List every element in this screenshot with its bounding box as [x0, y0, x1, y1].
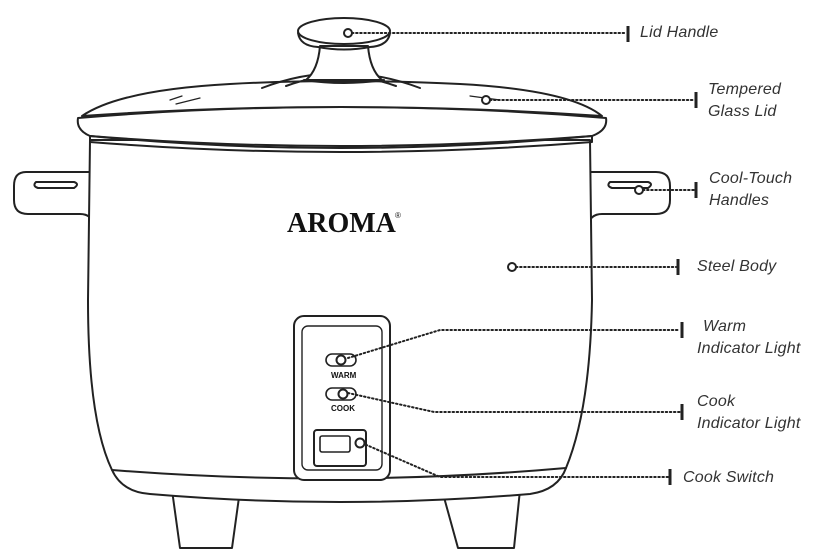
callout-cook-switch-text: Cook Switch: [683, 469, 775, 486]
lid-knob-top-lower: [297, 32, 391, 51]
marker-steel-body: [507, 262, 517, 272]
callout-steel-body: Steel Body: [697, 256, 776, 278]
callout-steel-body-text: Steel Body: [697, 258, 777, 275]
leader-cook-switch: [361, 442, 669, 478]
marker-cook-light: [337, 388, 349, 400]
left-foot: [171, 489, 241, 549]
warm-label: WARM: [331, 371, 357, 380]
callout-cook-light-line1: Cook: [697, 393, 736, 410]
marker-handles: [634, 185, 644, 195]
callout-warm-light: Warm Indicator Light: [697, 316, 801, 360]
callout-handles: Cool-Touch Handles: [709, 168, 792, 212]
callout-cook-light: Cook Indicator Light: [697, 391, 801, 435]
cook-switch-lever: [319, 435, 351, 453]
callout-warm-light-line1: Warm: [703, 318, 747, 335]
lid-rim: [76, 106, 608, 149]
right-foot: [441, 489, 521, 549]
brand-logo: AROMA: [287, 208, 397, 239]
callout-handles-line2: Handles: [709, 192, 770, 209]
marker-lid-handle: [343, 28, 353, 38]
callout-handles-line1: Cool-Touch: [709, 170, 793, 187]
marker-warm-light: [335, 354, 347, 366]
callout-cook-switch: Cook Switch: [683, 467, 774, 489]
callout-lid-handle: Lid Handle: [640, 22, 719, 44]
right-handle-slot: [607, 181, 652, 189]
lid-knob-base: [303, 79, 385, 84]
marker-glass-lid: [481, 95, 491, 105]
leader-warm-light: [347, 329, 681, 359]
callout-glass-lid-line2: Glass Lid: [708, 103, 777, 120]
marker-cook-switch: [354, 437, 366, 449]
glass-lid: [81, 80, 603, 117]
lid-knob-stem: [305, 45, 383, 81]
callout-lid-handle-text: Lid Handle: [640, 24, 719, 41]
callout-glass-lid: Tempered Glass Lid: [708, 79, 781, 123]
callout-warm-light-line2: Indicator Light: [697, 340, 801, 357]
leader-cook-light: [347, 392, 681, 413]
left-handle-slot: [33, 181, 78, 189]
lid-rim-lower: [89, 135, 593, 153]
callout-cook-light-line2: Indicator Light: [697, 415, 801, 432]
cook-label: COOK: [331, 404, 355, 413]
brand-registered-mark: ®: [395, 211, 401, 220]
callout-glass-lid-line1: Tempered: [708, 81, 782, 98]
